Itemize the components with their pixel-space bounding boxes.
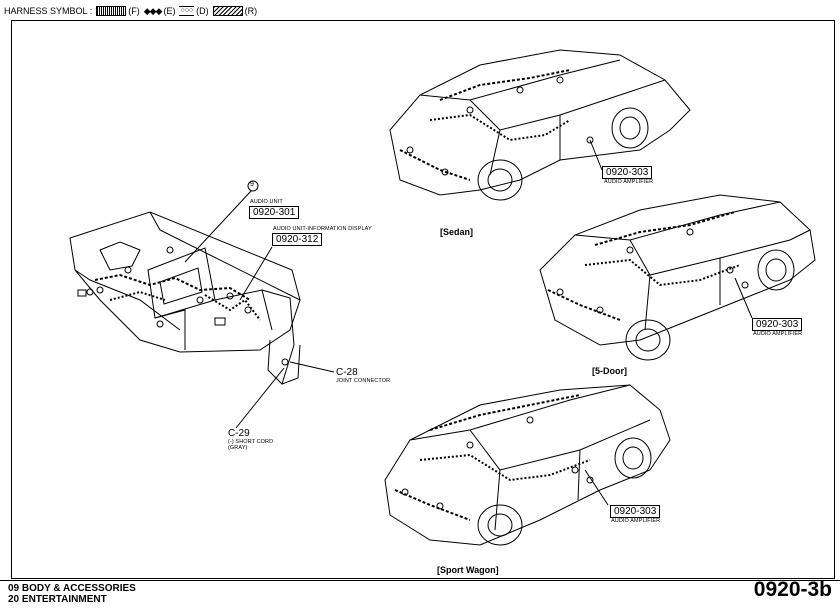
harness-legend: HARNESS SYMBOL : (F) ◆◆◆ (E) ○○○ (D) (R) [4,4,257,18]
audio-unit-label: AUDIO UNIT [250,199,283,205]
callout-circle [247,180,259,192]
footer-section: 09 BODY & ACCESSORIES 20 ENTERTAINMENT [8,583,136,605]
harness-e-swatch: ◆◆◆ [143,5,163,16]
wagon-title: [Sport Wagon] [437,565,499,575]
page-number: 0920-3b [753,578,832,601]
wagon-drawing [384,384,671,546]
harness-f-swatch [96,6,127,16]
harness-r-swatch [212,6,243,16]
footer-rule [0,580,840,581]
wagon-amplifier-code: 0920-303 [610,505,661,518]
sedan-amplifier-label: AUDIO AMPLIFIER [604,179,654,185]
fivedoor-amplifier-code: 0920-303 [752,318,803,331]
audio-unit-code: 0920-301 [249,206,300,219]
info-display-code: 0920-312 [272,233,323,246]
fivedoor-title: [5-Door] [592,366,627,376]
footer-line-2: 20 ENTERTAINMENT [8,594,107,605]
legend-d-label: (D) [196,6,209,16]
sedan-drawing [389,49,691,201]
legend-title: HARNESS SYMBOL : [4,6,93,16]
legend-r-label: (R) [244,6,258,16]
wagon-amplifier-label: AUDIO AMPLIFIER [611,518,661,524]
harness-d-swatch: ○○○ [179,6,195,16]
sedan-title: [Sedan] [440,227,474,237]
c29-label-1: (-) SHORT CORD [228,439,274,445]
info-display-label: AUDIO UNIT-INFORMATION DISPLAY [273,226,372,232]
diagram-frame [11,20,835,579]
footer-line-1: 09 BODY & ACCESSORIES [8,583,136,594]
callout-circle-number: 9 [250,181,254,188]
c29-id: C-29 [228,428,250,439]
fivedoor-amplifier-label: AUDIO AMPLIFIER [753,331,803,337]
sedan-amplifier-code: 0920-303 [602,166,653,179]
legend-e-label: (E) [163,6,176,16]
c28-id: C-28 [336,367,358,378]
dashboard-drawing [69,180,335,429]
c28-label: JOINT CONNECTOR [336,378,391,384]
c29-label-2: (GRAY) [228,445,248,451]
fivedoor-drawing [539,194,816,361]
legend-f-label: (F) [128,6,140,16]
